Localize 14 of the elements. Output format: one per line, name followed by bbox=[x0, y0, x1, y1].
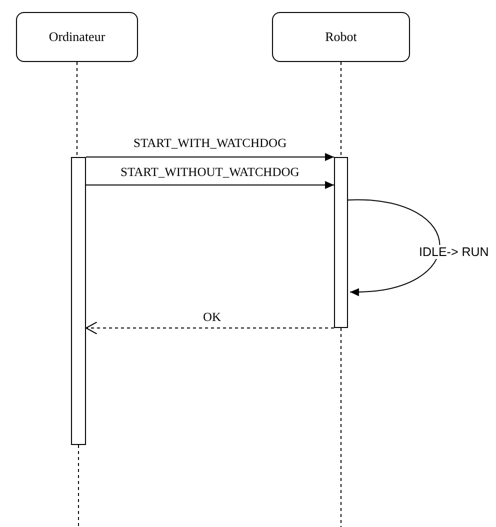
activation-bar bbox=[334, 157, 348, 328]
message-arrow bbox=[86, 322, 334, 334]
lifeline bbox=[76, 62, 78, 158]
lifeline bbox=[340, 62, 342, 158]
activation-bar bbox=[71, 157, 86, 445]
message-label: IDLE-> RUN bbox=[417, 245, 491, 259]
message-arrow bbox=[86, 181, 334, 189]
message-label: START_WITH_WATCHDOG bbox=[132, 136, 289, 150]
message-label: OK bbox=[201, 310, 224, 324]
message-arrow bbox=[348, 200, 440, 296]
participant-box: Robot bbox=[272, 12, 410, 62]
message-arrow bbox=[86, 153, 334, 161]
message-label: START_WITHOUT_WATCHDOG bbox=[118, 164, 302, 180]
participant-box: Ordinateur bbox=[16, 12, 138, 62]
